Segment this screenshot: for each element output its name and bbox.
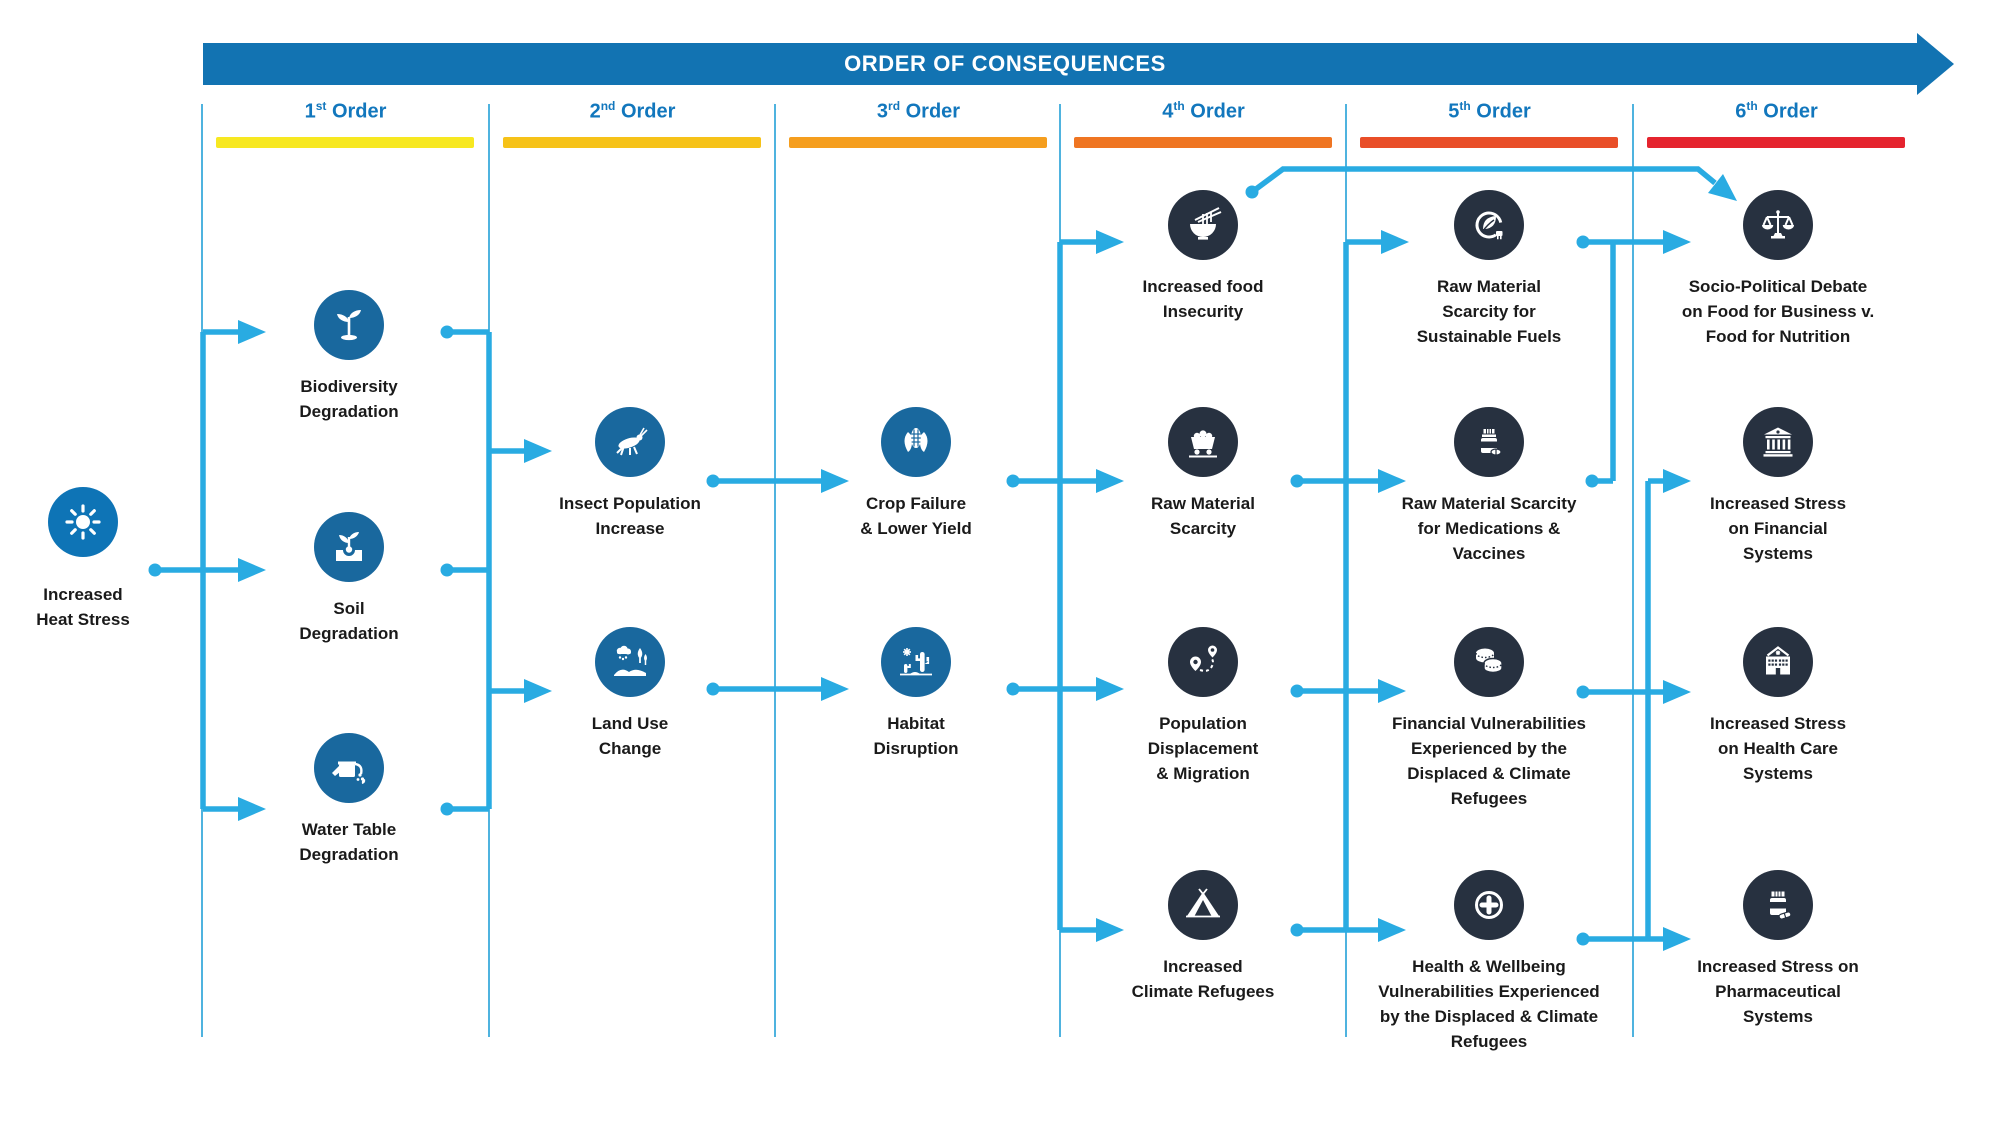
node-label: Health & Wellbeing Vulnerabilities Exper… <box>1378 957 1600 1051</box>
node-raw-material-scarcity: Raw Material Scarcity <box>1068 407 1338 541</box>
node-label: Soil Degradation <box>299 599 399 643</box>
eco-fuel-icon <box>1454 190 1524 260</box>
banner-title: ORDER OF CONSEQUENCES <box>844 51 1166 76</box>
node-label: Increased food Insecurity <box>1142 277 1264 321</box>
noodle-bowl-icon <box>1168 190 1238 260</box>
scales-icon <box>1743 190 1813 260</box>
node-label: Increased Stress on Health Care Systems <box>1709 714 1847 783</box>
node-habitat-disruption: Habitat Disruption <box>781 627 1051 761</box>
minecart-icon <box>1168 407 1238 477</box>
corn-icon <box>881 407 951 477</box>
sun-icon <box>48 487 118 557</box>
node-raw-material-scarcity-meds: Raw Material Scarcity for Medications & … <box>1354 407 1624 566</box>
node-label: Crop Failure & Lower Yield <box>860 494 972 538</box>
node-water-table-degradation: Water Table Degradation <box>214 733 484 867</box>
order-bar-2 <box>503 137 761 148</box>
node-label: Financial Vulnerabilities Experienced by… <box>1392 714 1586 808</box>
node-label: Increased Stress on Financial Systems <box>1709 494 1847 563</box>
node-insect-population-increase: Insect Population Increase <box>495 407 765 541</box>
banner: ORDER OF CONSEQUENCES <box>203 43 1917 85</box>
node-label: Land Use Change <box>591 714 669 758</box>
node-soil-degradation: Soil Degradation <box>214 512 484 646</box>
node-population-displacement: Population Displacement & Migration <box>1068 627 1338 786</box>
node-biodiversity-degradation: Biodiversity Degradation <box>214 290 484 424</box>
node-label: Raw Material Scarcity for Sustainable Fu… <box>1416 277 1562 346</box>
tent-icon <box>1168 870 1238 940</box>
node-stress-pharmaceutical-systems: Increased Stress on Pharmaceutical Syste… <box>1643 870 1913 1029</box>
landscape-icon <box>595 627 665 697</box>
order-bar-4 <box>1074 137 1332 148</box>
node-stress-financial-systems: Increased Stress on Financial Systems <box>1643 407 1913 566</box>
node-label: Raw Material Scarcity <box>1151 494 1255 538</box>
watering-can-icon <box>314 733 384 803</box>
node-label: Raw Material Scarcity for Medications & … <box>1401 494 1577 563</box>
seedling-icon <box>314 290 384 360</box>
pharma-bottle-icon <box>1743 870 1813 940</box>
column-header-3rd-order: 3rd Order <box>876 99 961 123</box>
node-label: Socio-Political Debate on Food for Busin… <box>1681 277 1875 346</box>
node-increased-food-insecurity: Increased food Insecurity <box>1068 190 1338 324</box>
node-stress-healthcare-systems: Increased Stress on Health Care Systems <box>1643 627 1913 786</box>
node-label: Biodiversity Degradation <box>299 377 399 421</box>
order-bar-1 <box>216 137 474 148</box>
bank-icon <box>1743 407 1813 477</box>
cactus-desert-icon <box>881 627 951 697</box>
node-increased-climate-refugees: Increased Climate Refugees <box>1068 870 1338 1004</box>
banner-arrowhead-icon <box>1917 33 1954 95</box>
node-health-wellbeing-vulnerabilities: Health & Wellbeing Vulnerabilities Exper… <box>1354 870 1624 1054</box>
order-bar-5 <box>1360 137 1618 148</box>
column-header-1st-order: 1st Order <box>304 99 387 123</box>
order-bar-6 <box>1647 137 1905 148</box>
soil-sprout-icon <box>314 512 384 582</box>
node-label: Increased Heat Stress <box>36 585 130 629</box>
node-raw-material-scarcity-fuels: Raw Material Scarcity for Sustainable Fu… <box>1354 190 1624 349</box>
column-header-6th-order: 6th Order <box>1735 99 1818 123</box>
node-label: Increased Stress on Pharmaceutical Syste… <box>1697 957 1859 1026</box>
order-bar-3 <box>789 137 1047 148</box>
node-increased-heat-stress: Increased Heat Stress <box>0 487 183 632</box>
column-header-4th-order: 4th Order <box>1162 99 1245 123</box>
medical-cross-icon <box>1454 870 1524 940</box>
node-land-use-change: Land Use Change <box>495 627 765 761</box>
grasshopper-icon <box>595 407 665 477</box>
pill-bottle-icon <box>1454 407 1524 477</box>
node-label: Population Displacement & Migration <box>1147 714 1259 783</box>
node-socio-political-debate: Socio-Political Debate on Food for Busin… <box>1643 190 1913 349</box>
node-label: Water Table Degradation <box>299 820 399 864</box>
column-header-2nd-order: 2nd Order <box>589 99 676 123</box>
node-crop-failure: Crop Failure & Lower Yield <box>781 407 1051 541</box>
hospital-icon <box>1743 627 1813 697</box>
node-label: Insect Population Increase <box>559 494 701 538</box>
node-label: Increased Climate Refugees <box>1131 957 1275 1001</box>
node-label: Habitat Disruption <box>873 714 959 758</box>
node-financial-vulnerabilities: Financial Vulnerabilities Experienced by… <box>1354 627 1624 811</box>
column-header-5th-order: 5th Order <box>1448 99 1531 123</box>
route-pins-icon <box>1168 627 1238 697</box>
coins-icon <box>1454 627 1524 697</box>
